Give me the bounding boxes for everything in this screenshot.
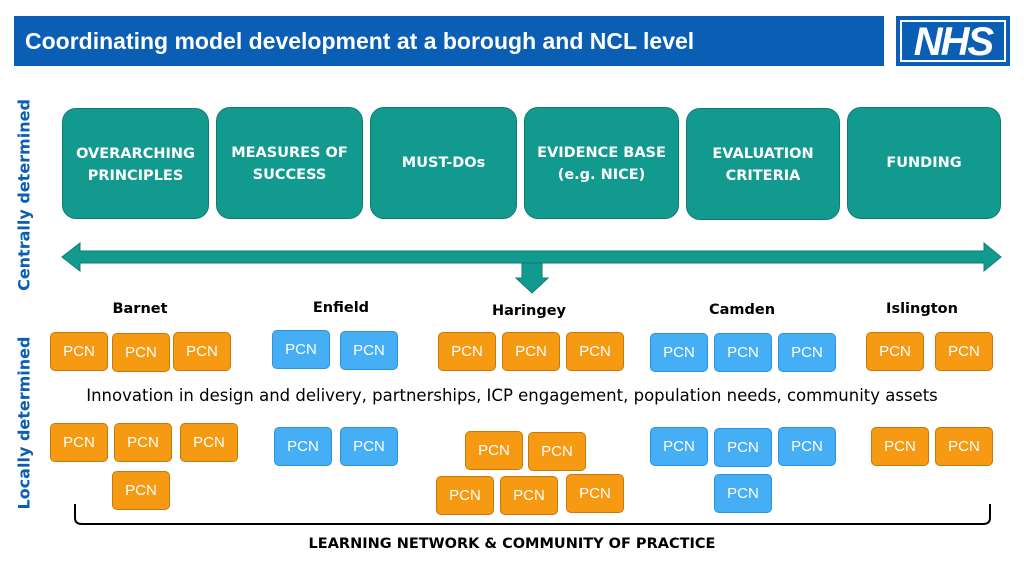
pcn-box: PCN: [778, 333, 836, 372]
pcn-box: PCN: [935, 427, 993, 466]
innovation-text: Innovation in design and delivery, partn…: [86, 386, 938, 405]
nhs-logo-text: NHS: [900, 20, 1006, 62]
pcn-box: PCN: [650, 427, 708, 466]
box-label: MUST-DOs: [401, 155, 486, 171]
box-label: FUNDING: [886, 155, 962, 171]
pcn-box: PCN: [465, 431, 523, 470]
evidence-base-box: EVIDENCE BASE (e.g. NICE): [524, 107, 679, 219]
pcn-box: PCN: [714, 474, 772, 513]
borough-camden: Camden: [708, 302, 776, 318]
pcn-box: PCN: [935, 332, 993, 371]
pcn-box: PCN: [180, 423, 238, 462]
pcn-box: PCN: [272, 330, 330, 369]
nhs-logo: NHS: [896, 16, 1010, 66]
borough-enfield: Enfield: [312, 300, 370, 316]
pcn-box: PCN: [50, 423, 108, 462]
pcn-box: PCN: [500, 476, 558, 515]
overarching-principles-box: OVERARCHING PRINCIPLES: [62, 108, 209, 219]
pcn-box: PCN: [866, 332, 924, 371]
pcn-box: PCN: [650, 333, 708, 372]
pcn-box: PCN: [436, 476, 494, 515]
pcn-box: PCN: [274, 427, 332, 466]
learning-network-bracket: [74, 504, 991, 525]
funding-box: FUNDING: [847, 107, 1001, 219]
pcn-box: PCN: [438, 332, 496, 371]
horizontal-double-arrow: [61, 241, 1002, 273]
pcn-box: PCN: [112, 333, 170, 372]
pcn-box: PCN: [714, 428, 772, 467]
page-title: Coordinating model development at a boro…: [14, 16, 884, 66]
pcn-box: PCN: [173, 332, 231, 371]
borough-haringey: Haringey: [491, 303, 567, 319]
pcn-box: PCN: [566, 332, 624, 371]
pcn-box: PCN: [778, 427, 836, 466]
down-arrow: [514, 262, 550, 294]
box-label: EVALUATION CRITERIA: [712, 146, 814, 184]
pcn-box: PCN: [502, 332, 560, 371]
pcn-box: PCN: [528, 432, 586, 471]
pcn-box: PCN: [340, 427, 398, 466]
borough-barnet: Barnet: [112, 301, 168, 317]
box-label: EVIDENCE BASE (e.g. NICE): [537, 145, 666, 183]
pcn-box: PCN: [714, 333, 772, 372]
pcn-box: PCN: [340, 331, 398, 370]
box-label: OVERARCHING PRINCIPLES: [76, 146, 195, 184]
pcn-box: PCN: [871, 427, 929, 466]
measures-of-success-box: MEASURES OF SUCCESS: [216, 107, 363, 219]
learning-network-label: LEARNING NETWORK & COMMUNITY OF PRACTICE: [308, 536, 716, 552]
pcn-box: PCN: [50, 332, 108, 371]
box-label: MEASURES OF SUCCESS: [231, 145, 348, 183]
must-dos-box: MUST-DOs: [370, 107, 517, 219]
evaluation-criteria-box: EVALUATION CRITERIA: [686, 108, 840, 220]
pcn-box: PCN: [566, 474, 624, 513]
pcn-box: PCN: [114, 423, 172, 462]
borough-islington: Islington: [886, 301, 958, 317]
pcn-box: PCN: [112, 471, 170, 510]
